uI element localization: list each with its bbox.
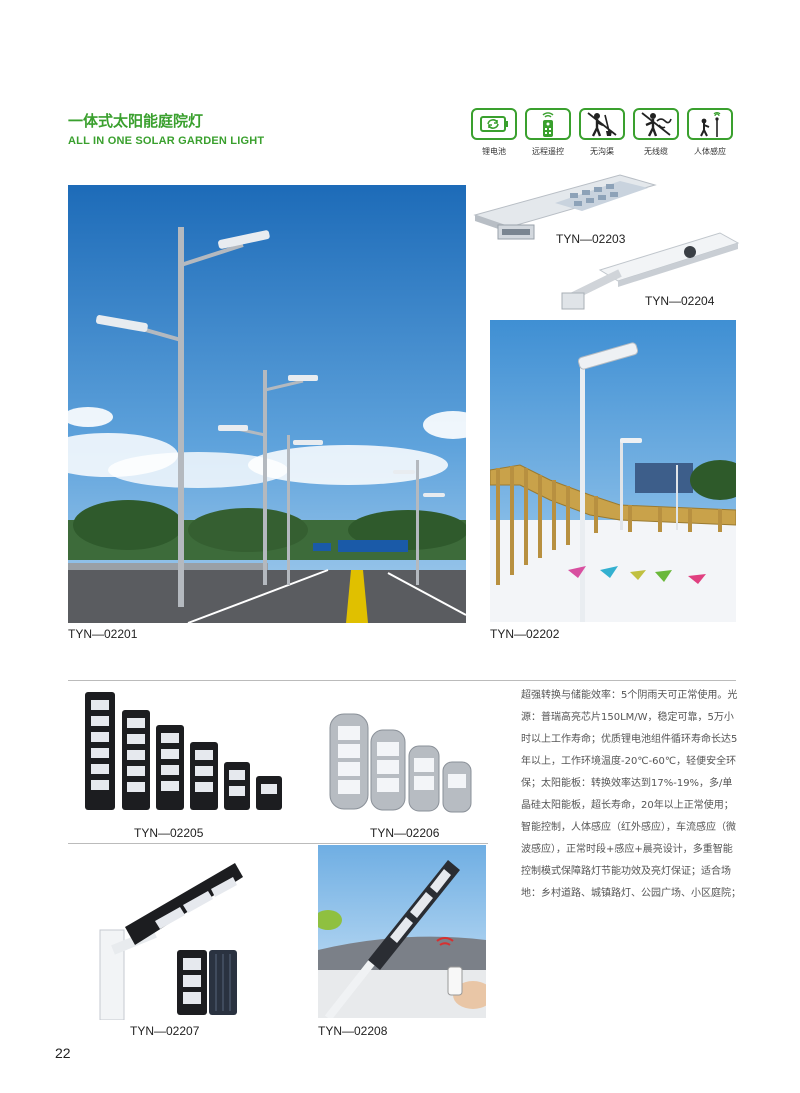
feature-icon-no-cable	[633, 108, 679, 140]
feature-icon-remote	[525, 108, 571, 140]
product-photo-02202	[490, 320, 736, 622]
feature-label-remote: 远程遥控	[532, 147, 564, 156]
product-code-02201: TYN—02201	[68, 627, 138, 641]
feature-icon-battery	[471, 108, 517, 140]
feature-label-no-trench: 无沟渠	[590, 147, 614, 156]
feature-label-battery: 锂电池	[482, 147, 506, 156]
motion-sensor-icon	[687, 108, 733, 140]
product-code-02203: TYN—02203	[556, 232, 626, 246]
product-photo-02203	[470, 163, 660, 248]
feature-label-motion: 人体感应	[694, 147, 726, 156]
feature-icon-motion	[687, 108, 733, 140]
section-divider-lower	[68, 843, 488, 844]
feature-label-no-cable: 无线缆	[644, 147, 668, 156]
battery-icon	[471, 108, 517, 140]
product-photo-02205	[80, 690, 290, 820]
feature-icon-no-trench	[579, 108, 625, 140]
product-code-02208: TYN—02208	[318, 1024, 388, 1038]
product-code-02207: TYN—02207	[130, 1024, 200, 1038]
section-divider	[68, 680, 736, 681]
product-photo-02207	[95, 855, 255, 1021]
page-title-cn: 一体式太阳能庭院灯	[68, 112, 204, 130]
page-number: 22	[55, 1045, 71, 1061]
no-trench-icon	[579, 108, 625, 140]
product-code-02206: TYN—02206	[370, 826, 440, 840]
product-code-02205: TYN—02205	[134, 826, 204, 840]
product-photo-02201	[68, 185, 466, 623]
spec-description: 超强转换与储能效率：5个阴雨天可正常使用。光源：普瑞高亮芯片150LM/W，稳定…	[521, 690, 741, 899]
product-photo-02204	[560, 225, 740, 310]
product-code-02204: TYN—02204	[645, 294, 715, 308]
remote-control-icon	[525, 108, 571, 140]
page-title-en: ALL IN ONE SOLAR GARDEN LIGHT	[68, 135, 265, 147]
no-cable-icon	[633, 108, 679, 140]
product-photo-02208	[318, 845, 486, 1018]
product-photo-02206	[325, 712, 480, 817]
product-code-02202: TYN—02202	[490, 627, 560, 641]
